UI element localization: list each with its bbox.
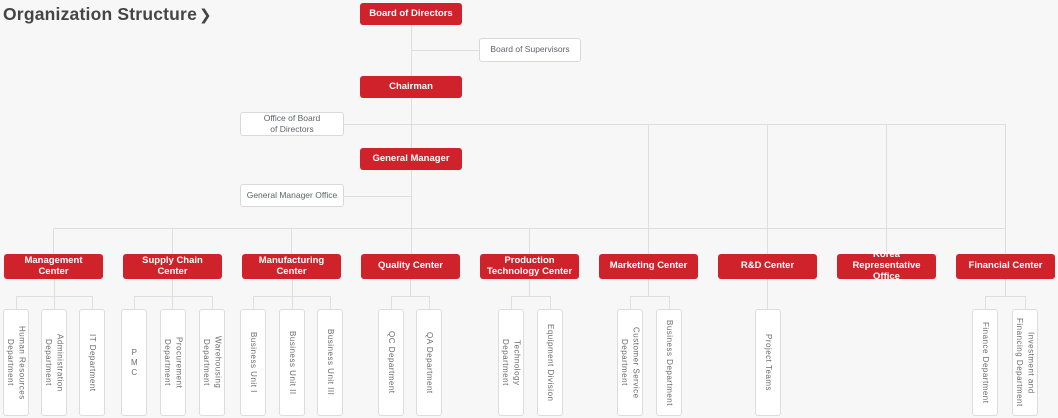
connector-line [292,279,293,296]
dept-qa: QA Department [416,309,442,416]
connector-line [630,296,631,309]
dept-it: IT Department [79,309,105,416]
connector-line [172,228,173,254]
dept-business-unit-2: Business Unit II [279,309,305,416]
page-title[interactable]: Organization Structure ❯ [3,0,212,28]
dept-equipment: Equipment Division [537,309,563,416]
connector-line [985,296,1025,297]
connector-line [1005,124,1006,254]
connector-line [54,279,55,296]
connector-line [648,124,649,254]
dept-label: Equipment Division [545,323,555,402]
dept-label: QA Department [424,331,434,394]
dept-label: IT Department [87,333,97,392]
connector-line [54,296,55,309]
dept-business-unit-1: Business Unit I [240,309,266,416]
connector-line [253,296,330,297]
dept-finance: Finance Department [972,309,998,416]
connector-line [92,296,93,309]
page-title-text: Organization Structure [3,3,198,24]
dept-procurement: Procurement Department [160,309,186,416]
node-rd-center: R&D Center [718,254,817,279]
connector-line [291,228,292,254]
connector-line [648,279,649,296]
connector-line [344,196,411,197]
connector-line [344,124,1006,125]
connector-line [212,296,213,309]
connector-line [410,279,411,296]
dept-label: Investment and Financing Department [1015,318,1036,407]
node-board-of-supervisors: Board of Supervisors [479,38,581,62]
connector-line [172,279,173,296]
dept-investment-financing: Investment and Financing Department [1012,309,1038,416]
connector-line [429,296,430,309]
connector-line [630,296,669,297]
dept-pmc: PMC [121,309,147,416]
connector-line [669,296,670,309]
dept-business-unit-3: Business Unit III [317,309,343,416]
connector-line [550,296,551,309]
chevron-right-icon: ❯ [199,6,212,24]
dept-label: Human Resources Department [6,325,27,400]
connector-line [767,279,768,309]
connector-line [1025,296,1026,309]
connector-line [886,124,887,254]
node-office-of-board-of-directors: Office of Board of Directors [240,112,344,136]
connector-line [529,279,530,296]
node-production-technology-center: Production Technology Center [480,254,579,279]
connector-line [391,296,429,297]
node-supply-chain-center: Supply Chain Center [123,254,222,279]
dept-label: QC Department [386,331,396,394]
dept-technology: Technology Department [498,309,524,416]
node-general-manager: General Manager [360,148,462,170]
dept-label: Technology Department [501,339,522,386]
dept-business: Business Department [656,309,682,416]
dept-customer-service: Customer Service Department [617,309,643,416]
connector-line [53,228,54,254]
node-general-manager-office: General Manager Office [240,184,344,207]
node-financial-center: Financial Center [956,254,1055,279]
connector-line [511,296,550,297]
dept-label: Procurement Department [163,336,184,389]
connector-line [330,296,331,309]
dept-label: Warehousing Department [202,336,223,389]
node-chairman: Chairman [360,76,462,98]
node-manufacturing-center: Manufacturing Center [242,254,341,279]
dept-label: Business Unit III [325,329,335,396]
node-board-of-directors: Board of Directors [360,3,462,25]
dept-label: PMC [129,347,139,378]
connector-line [985,296,986,309]
dept-label: Finance Department [980,321,990,404]
dept-label: Business Unit I [248,332,258,393]
dept-administration: Administration Department [41,309,67,416]
connector-line [511,296,512,309]
dept-label: Business Department [664,319,674,406]
dept-label: Business Unit II [287,330,297,395]
connector-line [134,296,135,309]
connector-line [411,50,479,51]
dept-project-teams: Project Teams [755,309,781,416]
connector-line [529,228,530,254]
connector-line [16,296,17,309]
connector-line [411,25,412,254]
connector-line [1005,279,1006,296]
node-management-center: Management Center [4,254,103,279]
connector-line [292,296,293,309]
dept-label: Administration Department [44,333,65,392]
connector-line [253,296,254,309]
connector-line [391,296,392,309]
connector-line [134,296,212,297]
connector-line [767,124,768,254]
node-korea-representative-office: Korea Representative Office [837,249,936,282]
dept-qc: QC Department [378,309,404,416]
dept-warehousing: Warehousing Department [199,309,225,416]
dept-human-resources: Human Resources Department [3,309,29,416]
connector-line [172,296,173,309]
dept-label: Customer Service Department [620,326,641,399]
node-quality-center: Quality Center [361,254,460,279]
dept-label: Project Teams [763,333,773,392]
node-marketing-center: Marketing Center [599,254,698,279]
